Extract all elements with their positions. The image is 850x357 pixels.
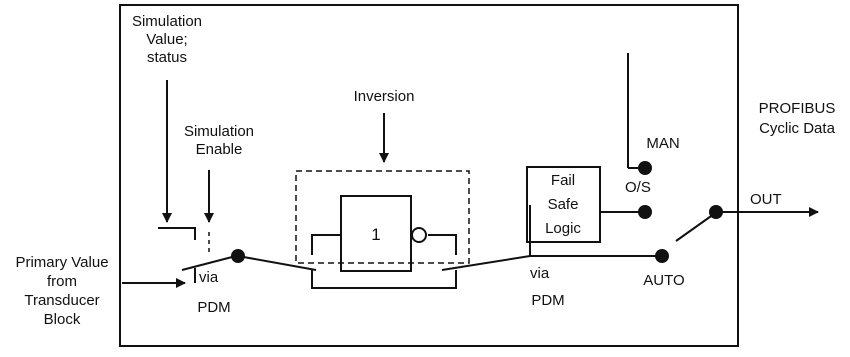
via-label-1: via (199, 269, 219, 286)
inversion-bypass (311, 234, 457, 255)
os-contact (638, 205, 652, 219)
simulation-value-label-line2: Value; (146, 31, 187, 48)
inversion-bottom-path (311, 270, 457, 289)
man-contact (638, 161, 652, 175)
fail-safe-label-line3: Logic (545, 220, 581, 237)
inversion-label: Inversion (354, 88, 415, 105)
auto-contact (655, 249, 669, 263)
os-label: O/S (625, 179, 651, 196)
wire-to-inversion (237, 255, 317, 271)
fail-safe-label-line1: Fail (551, 172, 575, 189)
via-label-2: via (530, 265, 550, 282)
profibus-label-line2: Cyclic Data (759, 120, 836, 137)
primary-value-label-line2: from (47, 273, 77, 290)
function-block-border (119, 4, 739, 347)
simulation-value-label-line1: Simulation (132, 13, 202, 30)
primary-value-label-line1: Primary Value (15, 254, 108, 271)
fail-safe-label-line2: Safe (548, 196, 579, 213)
simulation-enable-label-line1: Simulation (184, 123, 254, 140)
mode-switch-arm (675, 213, 715, 242)
simulation-value-line (158, 227, 196, 240)
man-label: MAN (646, 135, 679, 152)
auto-label: AUTO (643, 272, 684, 289)
fail-safe-logic-block (526, 166, 601, 243)
wire-after-inversion (441, 255, 531, 271)
inverter-label: 1 (371, 225, 380, 244)
simulation-enable-label-line2: Enable (196, 141, 243, 158)
pdm-label-1: PDM (197, 299, 230, 316)
pdm-label-2: PDM (531, 292, 564, 309)
profibus-label-line1: PROFIBUS (759, 100, 836, 117)
inversion-dashed-box (295, 170, 470, 264)
simulation-switch-contact (231, 249, 245, 263)
primary-value-label-line3: Transducer (24, 292, 99, 309)
inverter-block (340, 195, 412, 272)
out-label: OUT (750, 191, 782, 208)
inverter-bubble (411, 227, 427, 243)
simulation-switch-arm (181, 255, 237, 271)
simulation-value-label-line3: status (147, 49, 187, 66)
primary-value-label-line4: Block (44, 311, 81, 328)
